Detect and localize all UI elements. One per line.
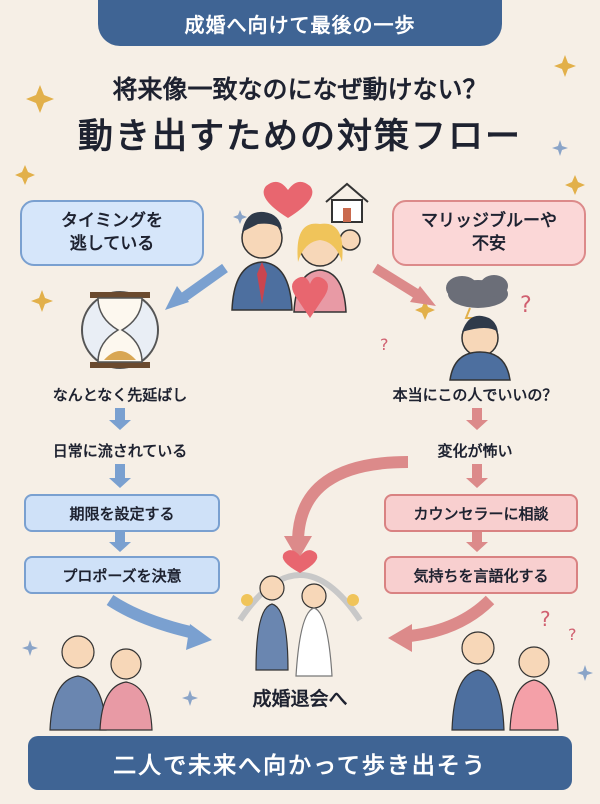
bubble-left-line-1: タイミングを (61, 211, 163, 232)
action-consult-counselor: カウンセラーに相談 (384, 494, 578, 532)
bottom-banner: 二人で未来へ向かって歩き出そう (28, 736, 572, 790)
title-line-2: 動き出すための対策フロー (77, 117, 522, 157)
baby-icon (339, 229, 361, 251)
sparkle-icons (15, 55, 585, 320)
couple-illustration (231, 181, 369, 318)
action-verbalize-feelings: 気持ちを言語化する (384, 556, 578, 594)
hesitant-couple-illustration: ? ? (451, 607, 577, 731)
bubble-missed-timing: タイミングを逃している (20, 200, 204, 266)
hourglass-icon (81, 291, 159, 369)
right-step-doubt: 本当にこの人でいいの？ (392, 386, 558, 404)
svg-text:?: ? (568, 625, 577, 644)
worried-man-illustration: ? ? (380, 275, 532, 381)
bubble-left-line-2: 逃している (69, 234, 155, 254)
house-icon (325, 182, 369, 223)
small-star-icons (22, 140, 593, 706)
title-line-1: 将来像一致なのになぜ動けない？ (112, 75, 488, 104)
action-set-deadline: 期限を設定する (24, 494, 220, 532)
right-step-fear-change: 変化が怖い (437, 442, 513, 460)
bubble-right-line-1: マリッジブルーや (421, 211, 557, 232)
wedding-couple-illustration (237, 550, 363, 677)
left-step-daily-routine: 日常に流されている (52, 442, 188, 460)
action-decide-proposal: プロポーズを決意 (24, 556, 220, 594)
left-flow-arrows (109, 408, 131, 552)
right-flow-arrows (466, 408, 488, 552)
bubble-marriage-blue: マリッジブルーや不安 (392, 200, 586, 266)
svg-text:?: ? (540, 607, 551, 631)
goal-label: 成婚退会へ (252, 688, 348, 710)
svg-text:?: ? (380, 335, 389, 354)
bubble-right-line-2: 不安 (472, 234, 506, 254)
happy-couple-illustration (49, 635, 153, 731)
top-banner: 成婚へ向けて最後の一歩 (98, 0, 502, 46)
left-step-procrastinate: なんとなく先延ばし (52, 386, 188, 404)
curved-arrows (106, 456, 495, 652)
branch-arrows (165, 263, 436, 310)
svg-text:?: ? (520, 293, 532, 318)
